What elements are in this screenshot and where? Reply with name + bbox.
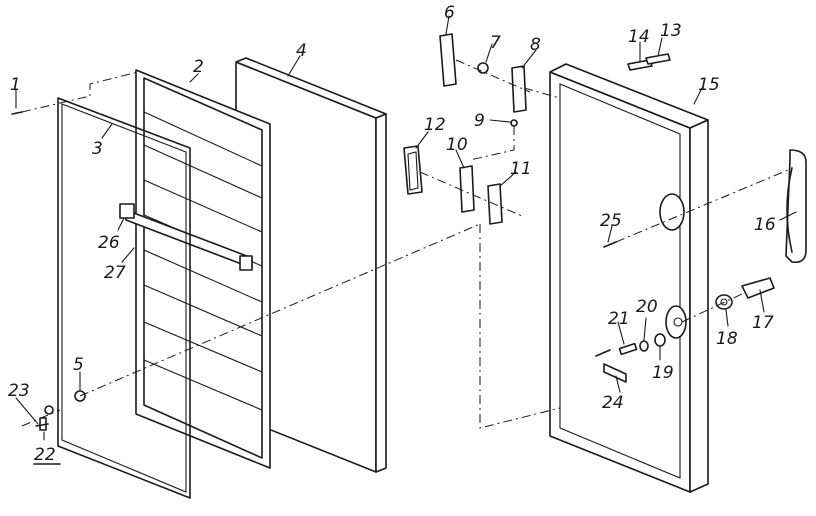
callout-14: 14 <box>628 27 650 47</box>
callout-6: 6 <box>444 3 455 23</box>
leader-lines <box>15 15 797 441</box>
callout-21: 21 <box>608 309 630 329</box>
callout-5: 5 <box>73 355 84 375</box>
part-3-gasket <box>57 97 191 499</box>
part-10-hinge <box>459 165 475 213</box>
callout-26: 26 <box>98 233 120 253</box>
callout-19: 19 <box>652 363 674 383</box>
callout-18: 18 <box>716 329 738 349</box>
part-12-hinge-cover <box>403 145 423 195</box>
part-1-screw <box>11 111 23 115</box>
callout-labels: 1 2 3 4 5 6 7 8 9 10 11 12 13 14 15 16 1… <box>8 3 776 465</box>
callout-12: 12 <box>424 115 446 135</box>
callout-4: 4 <box>296 41 307 61</box>
part-7-washer <box>477 62 489 74</box>
callout-3: 3 <box>92 139 103 159</box>
part-8-hinge <box>511 65 527 113</box>
part-6-hinge-plate <box>439 33 457 87</box>
part-2-inner-liner <box>119 69 271 469</box>
callout-8: 8 <box>530 35 541 55</box>
callout-17: 17 <box>752 313 774 333</box>
callout-22: 22 <box>34 445 56 465</box>
callout-20: 20 <box>636 297 658 317</box>
callout-16: 16 <box>754 215 776 235</box>
assembly-lines <box>21 59 789 429</box>
callout-9: 9 <box>474 111 485 131</box>
callout-11: 11 <box>510 159 532 179</box>
part-17-lock-key <box>741 277 775 299</box>
callout-7: 7 <box>490 33 501 53</box>
callout-24: 24 <box>602 393 624 413</box>
part-15-outer-door <box>549 63 709 493</box>
callout-13: 13 <box>660 21 682 41</box>
part-16-handle <box>785 149 807 264</box>
part-13-14-clips <box>627 53 671 71</box>
part-4-panel <box>235 57 387 473</box>
callout-15: 15 <box>698 75 720 95</box>
callout-2: 2 <box>193 57 204 77</box>
part-9-pin <box>510 119 518 127</box>
callout-10: 10 <box>446 135 468 155</box>
part-24-strike-plate <box>603 363 627 383</box>
callout-1: 1 <box>10 75 21 95</box>
part-25-screw <box>603 241 617 248</box>
callout-27: 27 <box>104 263 126 283</box>
part-19-20-21-lock-parts <box>595 333 666 357</box>
callout-23: 23 <box>8 381 30 401</box>
part-22-23-fasteners <box>35 405 54 431</box>
callout-25: 25 <box>600 211 622 231</box>
